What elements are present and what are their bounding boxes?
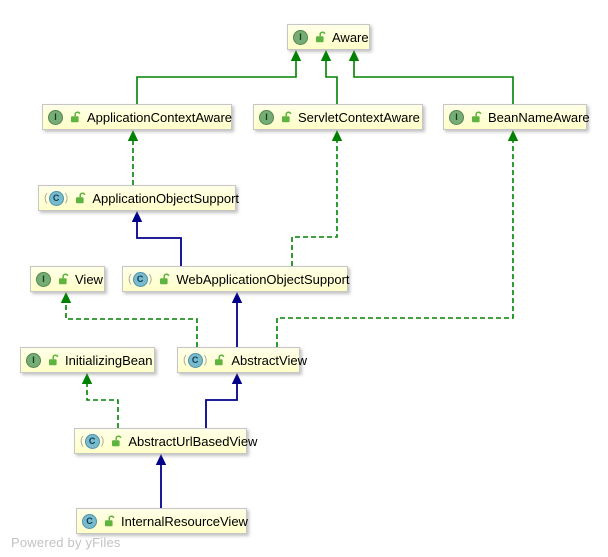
- node-abstract-url-based-view[interactable]: C AbstractUrlBasedView: [74, 428, 257, 454]
- node-label: InternalResourceView: [121, 513, 248, 529]
- arrowhead-abstract-url-based-view-to-abstract-view: [231, 373, 243, 384]
- arrowhead-abstract-url-based-view-to-initializing-bean: [81, 373, 93, 384]
- node-internal-resource-view[interactable]: C InternalResourceView: [76, 508, 248, 534]
- type-letter: I: [26, 352, 41, 368]
- arrowhead-web-application-object-support-to-application-object-support: [131, 211, 143, 222]
- node-bean-name-aware[interactable]: I BeanNameAware: [443, 104, 590, 130]
- node-application-context-aware[interactable]: I ApplicationContextAware: [42, 104, 232, 130]
- abstract-class-icon: C: [80, 433, 104, 449]
- interface-icon: I: [259, 109, 274, 125]
- node-application-object-support[interactable]: C ApplicationObjectSupport: [38, 185, 239, 211]
- interface-icon: I: [36, 271, 51, 287]
- interface-icon: I: [449, 109, 464, 125]
- arrowhead-internal-resource-view-to-abstract-url-based-view: [155, 454, 167, 465]
- edge-web-application-object-support-to-application-object-support: [136, 222, 182, 266]
- abstract-class-icon: C: [128, 271, 152, 287]
- edge-abstract-url-based-view-to-initializing-bean: [86, 384, 119, 428]
- edge-application-context-aware-to-aware: [136, 61, 297, 104]
- edge-servlet-context-aware-to-aware: [325, 61, 338, 104]
- open-lock-icon: [70, 111, 81, 123]
- type-letter: I: [36, 271, 51, 287]
- type-letter: I: [48, 109, 63, 125]
- node-abstract-view[interactable]: C AbstractView: [177, 347, 307, 373]
- node-view[interactable]: I View: [30, 266, 105, 292]
- interface-icon: I: [26, 352, 41, 368]
- arrowhead-servlet-context-aware-to-aware: [320, 50, 332, 61]
- node-aware[interactable]: I Aware: [287, 24, 370, 50]
- open-lock-icon: [214, 354, 225, 366]
- node-label: Aware: [332, 29, 369, 45]
- type-letter: C: [187, 352, 203, 368]
- node-label: BeanNameAware: [488, 109, 590, 125]
- node-label: AbstractView: [231, 352, 307, 368]
- class-icon: C: [82, 513, 97, 529]
- edge-abstract-view-to-view: [65, 303, 198, 347]
- arrowhead-abstract-view-to-web-application-object-support: [231, 292, 243, 303]
- abstract-class-icon: C: [183, 352, 207, 368]
- node-initializing-bean[interactable]: I InitializingBean: [20, 347, 155, 373]
- open-lock-icon: [75, 192, 86, 204]
- node-label: ApplicationObjectSupport: [92, 190, 240, 206]
- interface-icon: I: [293, 29, 308, 45]
- open-lock-icon: [111, 435, 122, 447]
- edge-abstract-url-based-view-to-abstract-view: [205, 384, 238, 428]
- open-lock-icon: [48, 354, 59, 366]
- node-label: AbstractUrlBasedView: [128, 433, 258, 449]
- type-letter: I: [293, 29, 308, 45]
- node-label: InitializingBean: [65, 352, 153, 368]
- open-lock-icon: [58, 273, 69, 285]
- interface-icon: I: [48, 109, 63, 125]
- open-lock-icon: [281, 111, 292, 123]
- type-letter: C: [48, 190, 64, 206]
- node-servlet-context-aware[interactable]: I ServletContextAware: [253, 104, 423, 130]
- type-letter: C: [132, 271, 148, 287]
- node-web-application-object-support[interactable]: C WebApplicationObjectSupport: [122, 266, 350, 292]
- arrowhead-bean-name-aware-to-aware: [348, 50, 360, 61]
- open-lock-icon: [159, 273, 170, 285]
- arrowhead-application-context-aware-to-aware: [290, 50, 302, 61]
- node-label: WebApplicationObjectSupport: [176, 271, 350, 287]
- node-label: ApplicationContextAware: [87, 109, 233, 125]
- open-lock-icon: [471, 111, 482, 123]
- arrowhead-abstract-view-to-view: [60, 292, 72, 303]
- open-lock-icon: [315, 31, 326, 43]
- edge-abstract-view-to-bean-name-aware: [276, 141, 514, 347]
- edge-web-application-object-support-to-servlet-context-aware: [291, 141, 338, 266]
- edge-bean-name-aware-to-aware: [353, 61, 514, 104]
- arrowhead-abstract-view-to-bean-name-aware: [507, 130, 519, 141]
- powered-by-yfiles: Powered by yFiles: [11, 535, 121, 550]
- arrowhead-application-object-support-to-application-context-aware: [127, 130, 139, 141]
- type-letter: C: [84, 433, 100, 449]
- arrowhead-web-application-object-support-to-servlet-context-aware: [331, 130, 343, 141]
- node-label: View: [75, 271, 103, 287]
- type-letter: I: [449, 109, 464, 125]
- type-letter: C: [82, 513, 97, 529]
- abstract-class-icon: C: [44, 190, 68, 206]
- type-letter: I: [259, 109, 274, 125]
- node-label: ServletContextAware: [298, 109, 420, 125]
- open-lock-icon: [104, 515, 115, 527]
